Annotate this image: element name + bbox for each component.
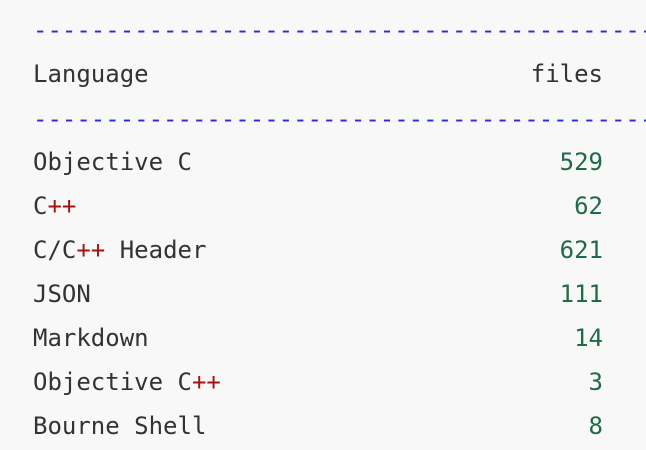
language-text: C xyxy=(33,192,48,220)
language-text: Objective C xyxy=(33,148,192,176)
separator-middle: ----------------------------------------… xyxy=(33,105,646,133)
language-text: JSON xyxy=(33,280,91,308)
file-count: 3 xyxy=(588,368,603,396)
operator-text: ++ xyxy=(191,368,221,396)
file-count: 62 xyxy=(574,192,603,220)
operator-text: ++ xyxy=(47,192,77,220)
language-name: C++ xyxy=(33,191,76,221)
language-text: Bourne Shell xyxy=(33,412,207,440)
language-text: Header xyxy=(105,236,207,264)
language-text: Markdown xyxy=(33,324,149,352)
operator-text: ++ xyxy=(76,236,106,264)
language-name: Markdown xyxy=(33,323,149,353)
language-text: C/C xyxy=(33,236,77,264)
language-name: C/C++ Header xyxy=(33,235,206,265)
header-files-label: files xyxy=(530,60,603,88)
language-name: Bourne Shell xyxy=(33,411,206,441)
language-name: Objective C++ xyxy=(33,367,221,397)
file-count: 529 xyxy=(559,148,603,176)
language-text: Objective C xyxy=(33,368,192,396)
file-count: 111 xyxy=(559,280,603,308)
language-name: JSON xyxy=(33,279,91,309)
file-count: 8 xyxy=(588,412,603,440)
file-count: 14 xyxy=(574,324,603,352)
separator-top: ----------------------------------------… xyxy=(33,16,646,44)
header-language-label: Language xyxy=(33,60,149,88)
file-count: 621 xyxy=(559,236,603,264)
language-name: Objective C xyxy=(33,147,192,177)
